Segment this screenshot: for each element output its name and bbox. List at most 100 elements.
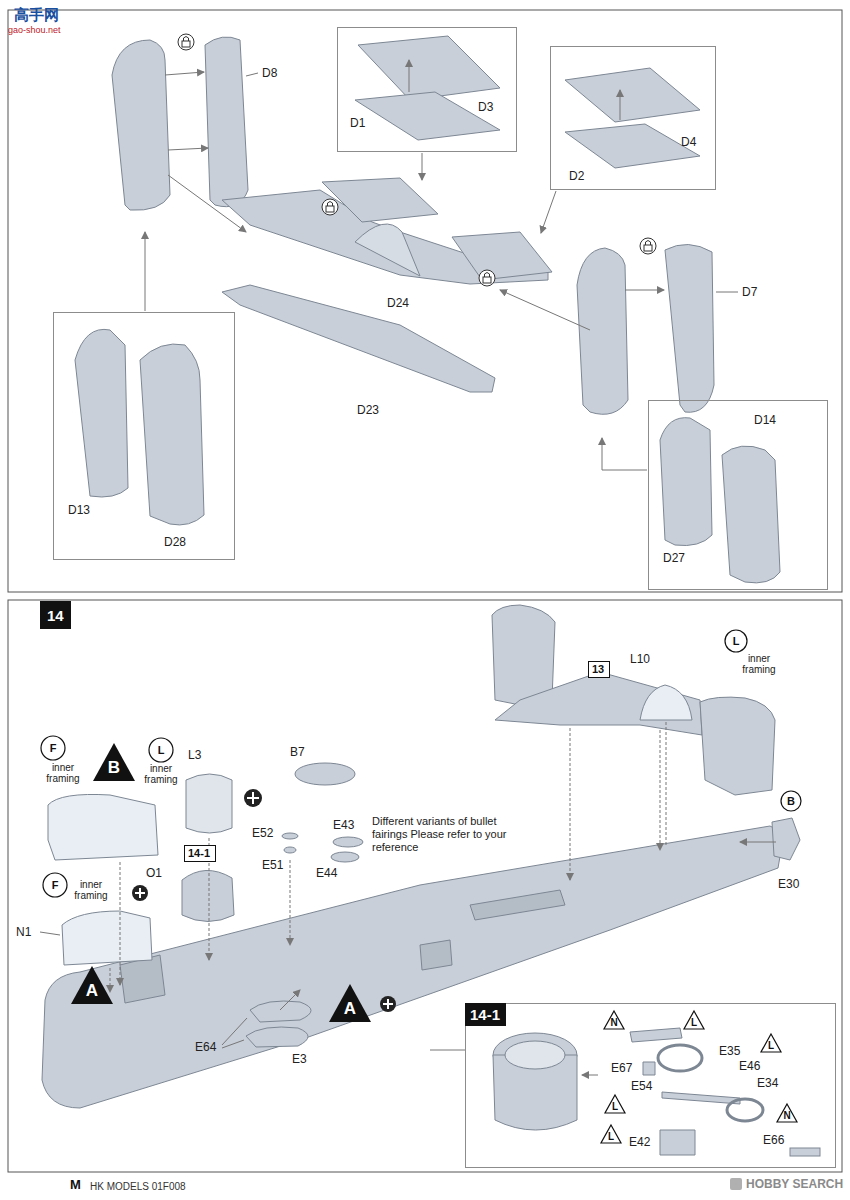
node-note: D28 <box>164 535 186 549</box>
node-note: D3 <box>478 100 493 114</box>
triangle-shape <box>601 1125 621 1143</box>
part-number: D8 <box>262 66 277 80</box>
triangle-shape <box>93 743 135 781</box>
circle-outline <box>725 630 747 652</box>
assembly-lines <box>145 60 738 470</box>
footer-text: HOBBY SEARCH <box>746 1177 843 1191</box>
triangle-shape <box>71 966 113 1004</box>
node-label: A <box>328 999 372 1019</box>
part-number: E52 <box>252 826 273 840</box>
node-label: 14-1 <box>188 847 210 859</box>
watermark: 高手网 <box>14 6 59 25</box>
triangle-shape <box>605 1095 625 1113</box>
shop-logo <box>730 1178 742 1190</box>
node-label: L <box>600 1131 622 1142</box>
assembly-lines <box>40 722 776 1075</box>
triangle-shape <box>604 1011 624 1029</box>
part-number: E44 <box>316 866 337 880</box>
node-label: E35 <box>719 1044 740 1058</box>
clear-part-marker: L <box>683 1010 705 1030</box>
variant-marker: A <box>70 965 114 1005</box>
part-number: D23 <box>357 403 379 417</box>
triangle-shape <box>684 1011 704 1029</box>
inset-box: D1 D3 <box>337 27 517 152</box>
step-frame <box>8 10 842 592</box>
node-note: inner framing <box>42 763 84 784</box>
variant-marker: B <box>92 742 136 782</box>
clear-part-marker: N <box>603 1010 625 1030</box>
node-label: D4 <box>681 135 696 149</box>
step-frame <box>8 600 842 1172</box>
part-number: E3 <box>292 1052 307 1066</box>
parts-bottom <box>42 605 820 1156</box>
node-label: N <box>776 1110 798 1121</box>
node-label: 14 <box>47 607 64 624</box>
step-number: 14 <box>40 601 71 629</box>
node-note: D27 <box>663 551 685 565</box>
triangle-shape <box>761 1034 781 1052</box>
node-label: D1 <box>350 116 365 130</box>
triangle-shape <box>329 984 371 1022</box>
node-label: 13 <box>592 663 604 675</box>
circle-outline <box>781 791 801 811</box>
sub-step-number: 14-1 <box>465 1003 506 1026</box>
triangle-shape <box>777 1104 797 1122</box>
node-note: E66 <box>763 1133 784 1147</box>
parts-top <box>75 36 780 583</box>
node-label: F <box>40 735 66 761</box>
part-number: B7 <box>290 745 305 759</box>
part-number: L3 <box>188 748 201 762</box>
clear-part-marker: L <box>760 1033 782 1053</box>
inset-box: D4D2 <box>550 46 716 190</box>
step-ref: 13 <box>588 661 610 678</box>
node-note: E34 <box>757 1076 778 1090</box>
inset-box: D14D27 <box>648 400 828 590</box>
sub-step-ref: 14-1 <box>184 845 216 862</box>
node-note: E67 <box>611 1061 632 1075</box>
glue-icon <box>178 34 656 286</box>
note-text: Different variants of bullet fairings Pl… <box>372 815 507 855</box>
part-number: N1 <box>16 925 31 939</box>
node-label: L <box>760 1040 782 1051</box>
node-note: E42 <box>629 1135 650 1149</box>
part-number: D7 <box>742 285 757 299</box>
node-label: D14 <box>754 413 776 427</box>
part-number: L10 <box>630 652 650 666</box>
node-note: D2 <box>569 169 584 183</box>
node-label: L <box>724 629 748 653</box>
clear-part-callout: Linner framing <box>148 737 174 763</box>
rotate-icon <box>132 789 396 1012</box>
clear-part-marker: L <box>600 1124 622 1144</box>
part-number: E30 <box>778 877 799 891</box>
inset-box: D13D28 <box>53 312 235 560</box>
footer-text: HK MODELS 01F008 <box>90 1181 186 1192</box>
part-number: E43 <box>333 818 354 832</box>
part-number: D24 <box>387 296 409 310</box>
node-note: E54 <box>631 1079 652 1093</box>
part-number: O1 <box>146 866 162 880</box>
node-label: L <box>604 1101 626 1112</box>
sub-step-panel: E35E46E34E67E54E66E4214-1NLLLNL <box>465 1003 836 1168</box>
node-label: L <box>148 737 174 763</box>
node-label: B <box>780 790 802 812</box>
part-number: E64 <box>195 1040 216 1054</box>
variant-marker: A <box>328 983 372 1023</box>
part-number: E51 <box>262 858 283 872</box>
clear-part-marker: L <box>604 1094 626 1114</box>
node-label: B <box>92 758 136 778</box>
circle-outline <box>41 736 65 760</box>
node-note: inner framing <box>70 880 112 901</box>
clear-part-callout: Finner framing <box>40 735 66 761</box>
watermark: gao-shou.net <box>8 25 61 35</box>
circle-outline <box>43 873 67 897</box>
node-label: F <box>42 872 68 898</box>
node-note: inner framing <box>738 654 780 675</box>
circle-outline <box>149 738 173 762</box>
footer-text: M <box>70 1177 81 1192</box>
node-note: inner framing <box>140 764 182 785</box>
clear-part-callout: Linner framing <box>724 629 748 653</box>
clear-part-marker: N <box>776 1103 798 1123</box>
node-label: D13 <box>68 503 90 517</box>
